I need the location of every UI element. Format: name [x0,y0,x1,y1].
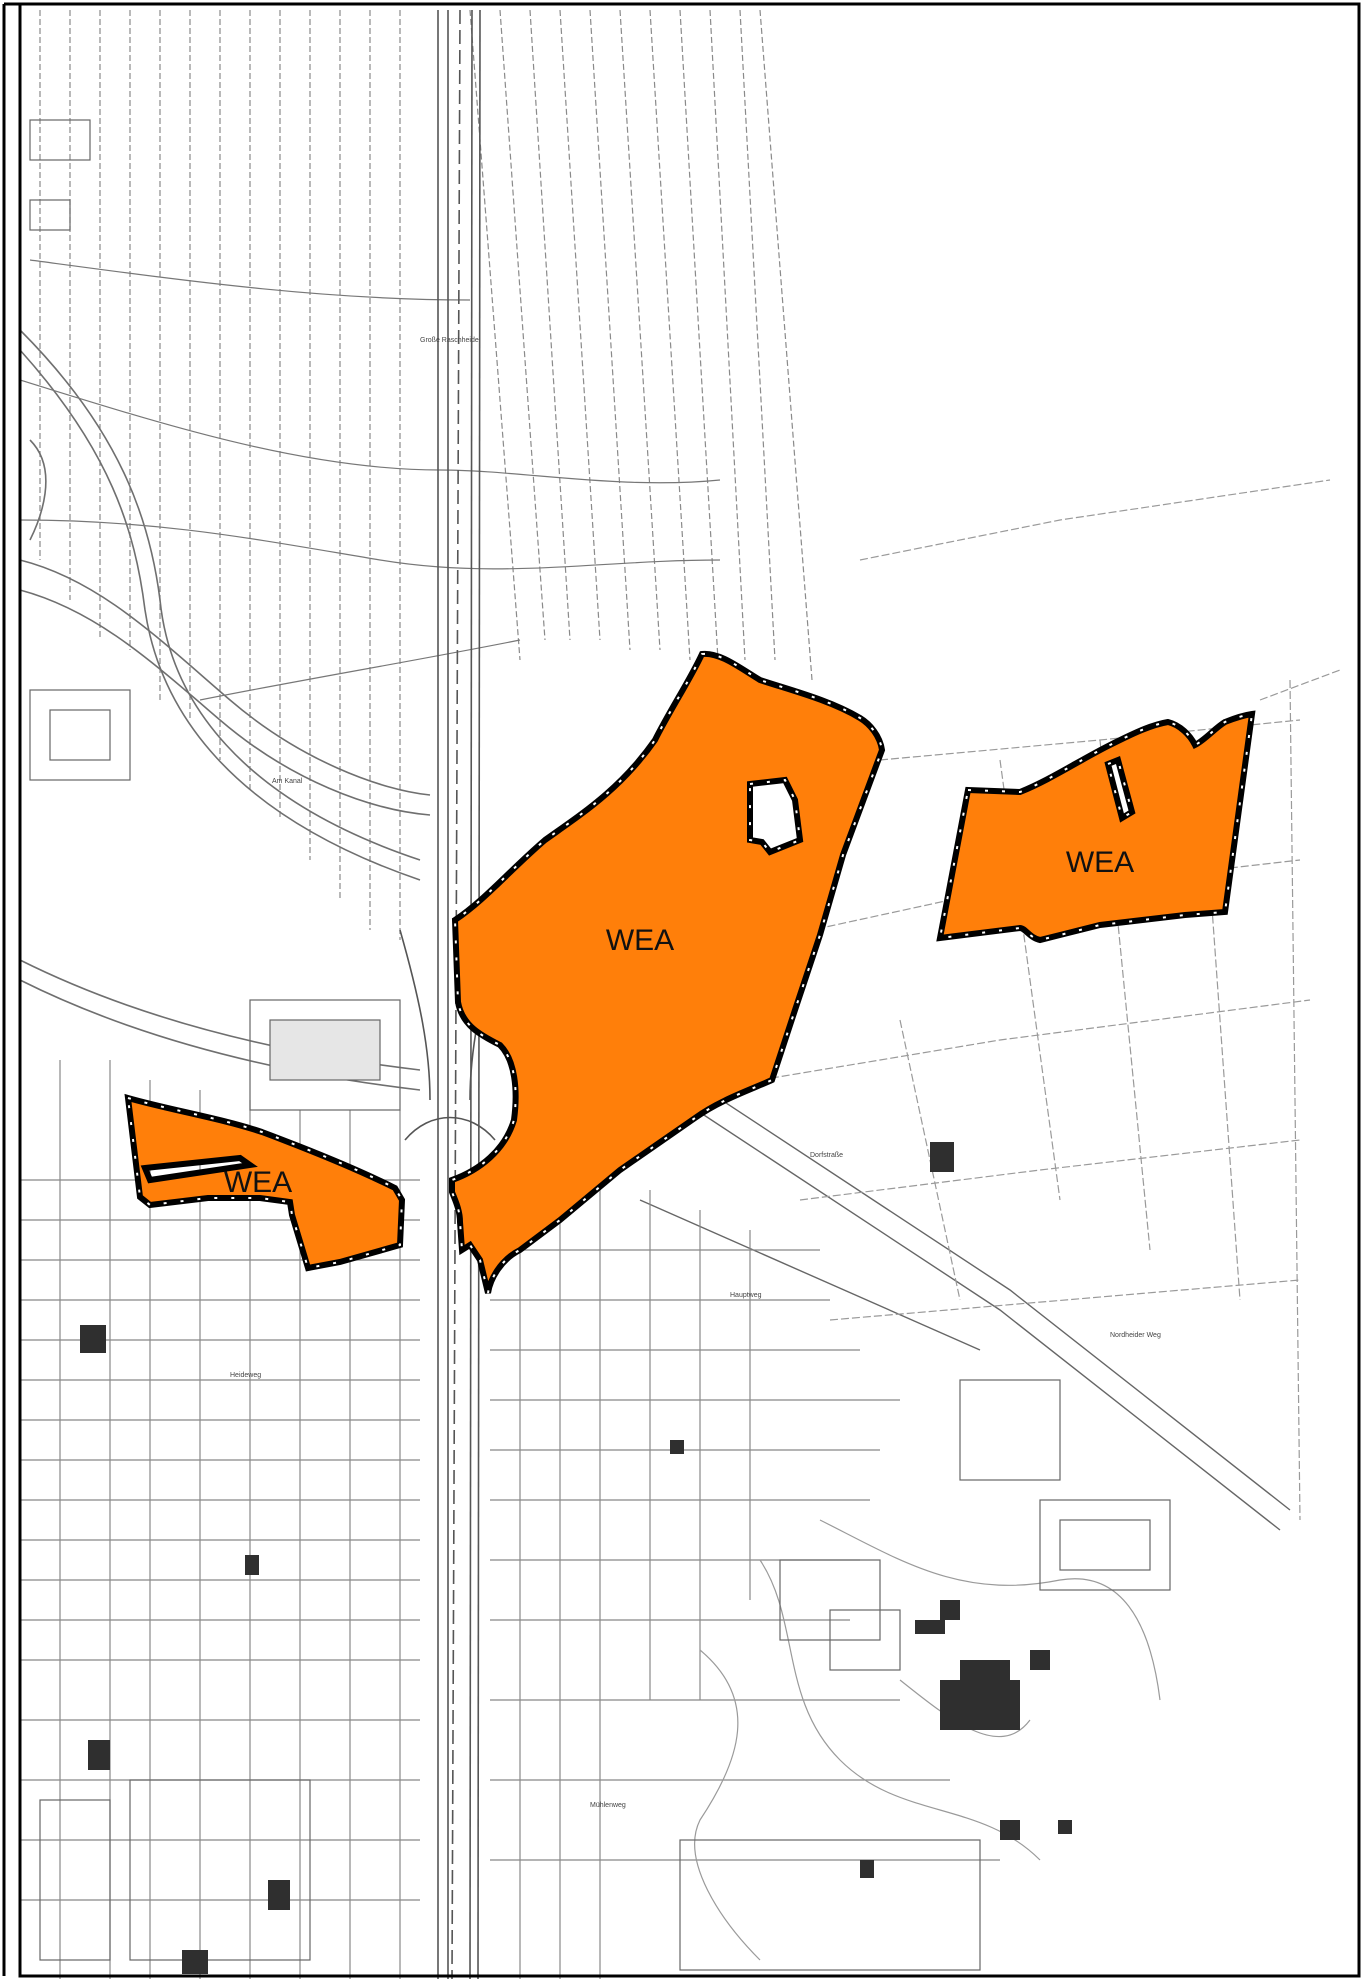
buildings [80,1142,1072,1974]
zone-west-label: WEA [224,1166,292,1199]
svg-text:Mühlenweg: Mühlenweg [590,1802,626,1809]
wea-zone-west[interactable]: WEA [124,1093,406,1272]
tracks-north [19,259,721,701]
park-paths [694,1519,1161,1961]
street-labels: Große Raschheide Am Kanal Dorfstraße Hau… [230,337,1161,1809]
wea-zone-east[interactable]: WEA [936,710,1256,944]
field-strips-north [39,9,813,940]
settlement-southeast [679,1379,1171,1971]
diagonal-road [589,1019,1291,1531]
wea-zone-center[interactable]: WEA [449,650,886,1294]
river [19,329,431,1091]
wea-zones: WEA WEA WEA [124,650,1256,1294]
zone-east-shape [936,710,1256,944]
svg-text:Große Raschheide: Große Raschheide [420,337,479,344]
base-map [19,9,1341,1979]
svg-text:Am Kanal: Am Kanal [272,778,303,785]
zone-west-shape [124,1093,406,1272]
settlement-west [29,119,401,1961]
svg-text:Dorfstraße: Dorfstraße [810,1152,843,1159]
svg-text:Nordheider Weg: Nordheider Weg [1110,1332,1161,1339]
zone-center-dash [451,652,884,1294]
zone-east-label: WEA [1066,846,1134,879]
zone-center-label: WEA [606,924,674,957]
svg-text:Hauptweg: Hauptweg [730,1292,762,1299]
svg-text:Heideweg: Heideweg [230,1372,261,1379]
